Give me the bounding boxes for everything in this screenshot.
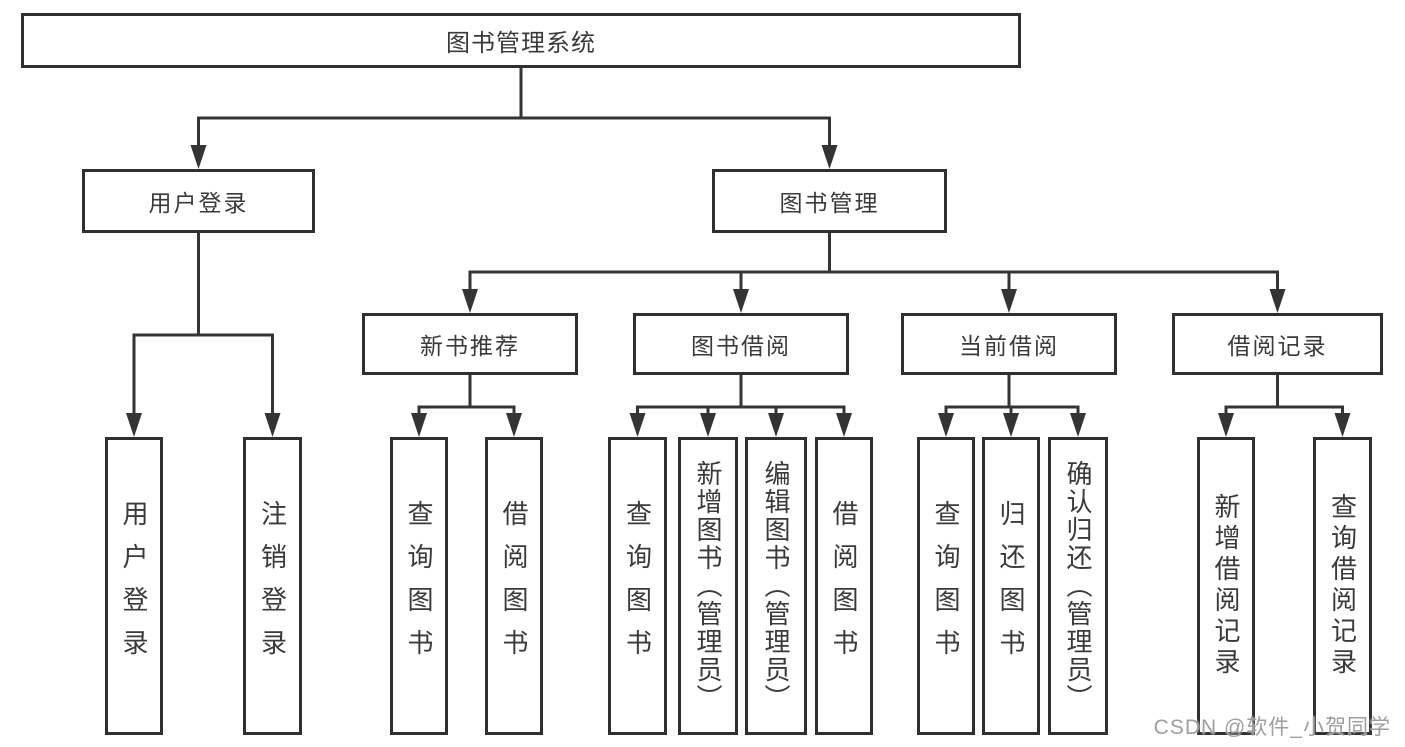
node-label: 用户登录: [119, 500, 149, 672]
node-label: 编辑图书（管理员）: [761, 460, 791, 712]
diagram-node-v-return-book: 归还图书: [982, 437, 1040, 735]
node-label: 当前借阅: [959, 333, 1059, 359]
diagram-node-v-query-book-1: 查询图书: [390, 437, 448, 735]
node-label: 图书借阅: [691, 333, 791, 359]
node-label: 查询图书: [622, 500, 653, 672]
diagram-node-user-login: 用户登录: [82, 169, 315, 233]
diagram-node-v-logout: 注销登录: [243, 437, 302, 735]
node-label: 查询图书: [931, 500, 961, 672]
node-label: 借阅记录: [1227, 333, 1328, 359]
diagram-node-v-add-record: 新增借阅记录: [1197, 437, 1255, 735]
diagram-node-root: 图书管理系统: [21, 13, 1021, 68]
node-label: 新书推荐: [420, 333, 520, 359]
watermark: CSDN @软件_小贺同学: [1153, 716, 1391, 739]
diagram-node-new-book: 新书推荐: [362, 313, 578, 375]
diagram-node-v-user-login: 用户登录: [105, 437, 163, 735]
diagram-node-v-edit-book: 编辑图书（管理员）: [745, 437, 807, 735]
node-label: 图书管理: [779, 190, 880, 216]
node-label: 图书管理系统: [446, 30, 596, 57]
diagram-node-v-query-book-3: 查询图书: [917, 437, 975, 735]
node-label: 注销登录: [257, 500, 288, 672]
node-label: 确认归还（管理员）: [1063, 460, 1093, 712]
node-label: 用户登录: [148, 190, 249, 216]
diagram-node-v-query-record: 查询借阅记录: [1313, 437, 1372, 735]
node-label: 查询图书: [404, 500, 434, 672]
node-label: 借阅图书: [499, 500, 529, 672]
diagram-node-book-borrow: 图书借阅: [633, 313, 849, 375]
diagram-node-v-add-book: 新增图书（管理员）: [678, 437, 738, 735]
node-label: 新增图书（管理员）: [693, 460, 723, 712]
node-label: 新增借阅记录: [1211, 493, 1241, 679]
diagram-node-v-borrow-book-1: 借阅图书: [485, 437, 543, 735]
diagram-node-borrow-record: 借阅记录: [1172, 313, 1383, 375]
node-label: 借阅图书: [829, 500, 859, 672]
diagram-node-v-borrow-book-2: 借阅图书: [815, 437, 873, 735]
node-label: 查询借阅记录: [1327, 493, 1358, 679]
diagram-node-book-mgmt: 图书管理: [712, 169, 947, 233]
node-label: 归还图书: [996, 500, 1026, 672]
diagram-node-current-borrow: 当前借阅: [901, 313, 1117, 375]
diagram-node-v-query-book-2: 查询图书: [608, 437, 667, 735]
diagram-node-v-confirm-return: 确认归还（管理员）: [1048, 437, 1108, 735]
